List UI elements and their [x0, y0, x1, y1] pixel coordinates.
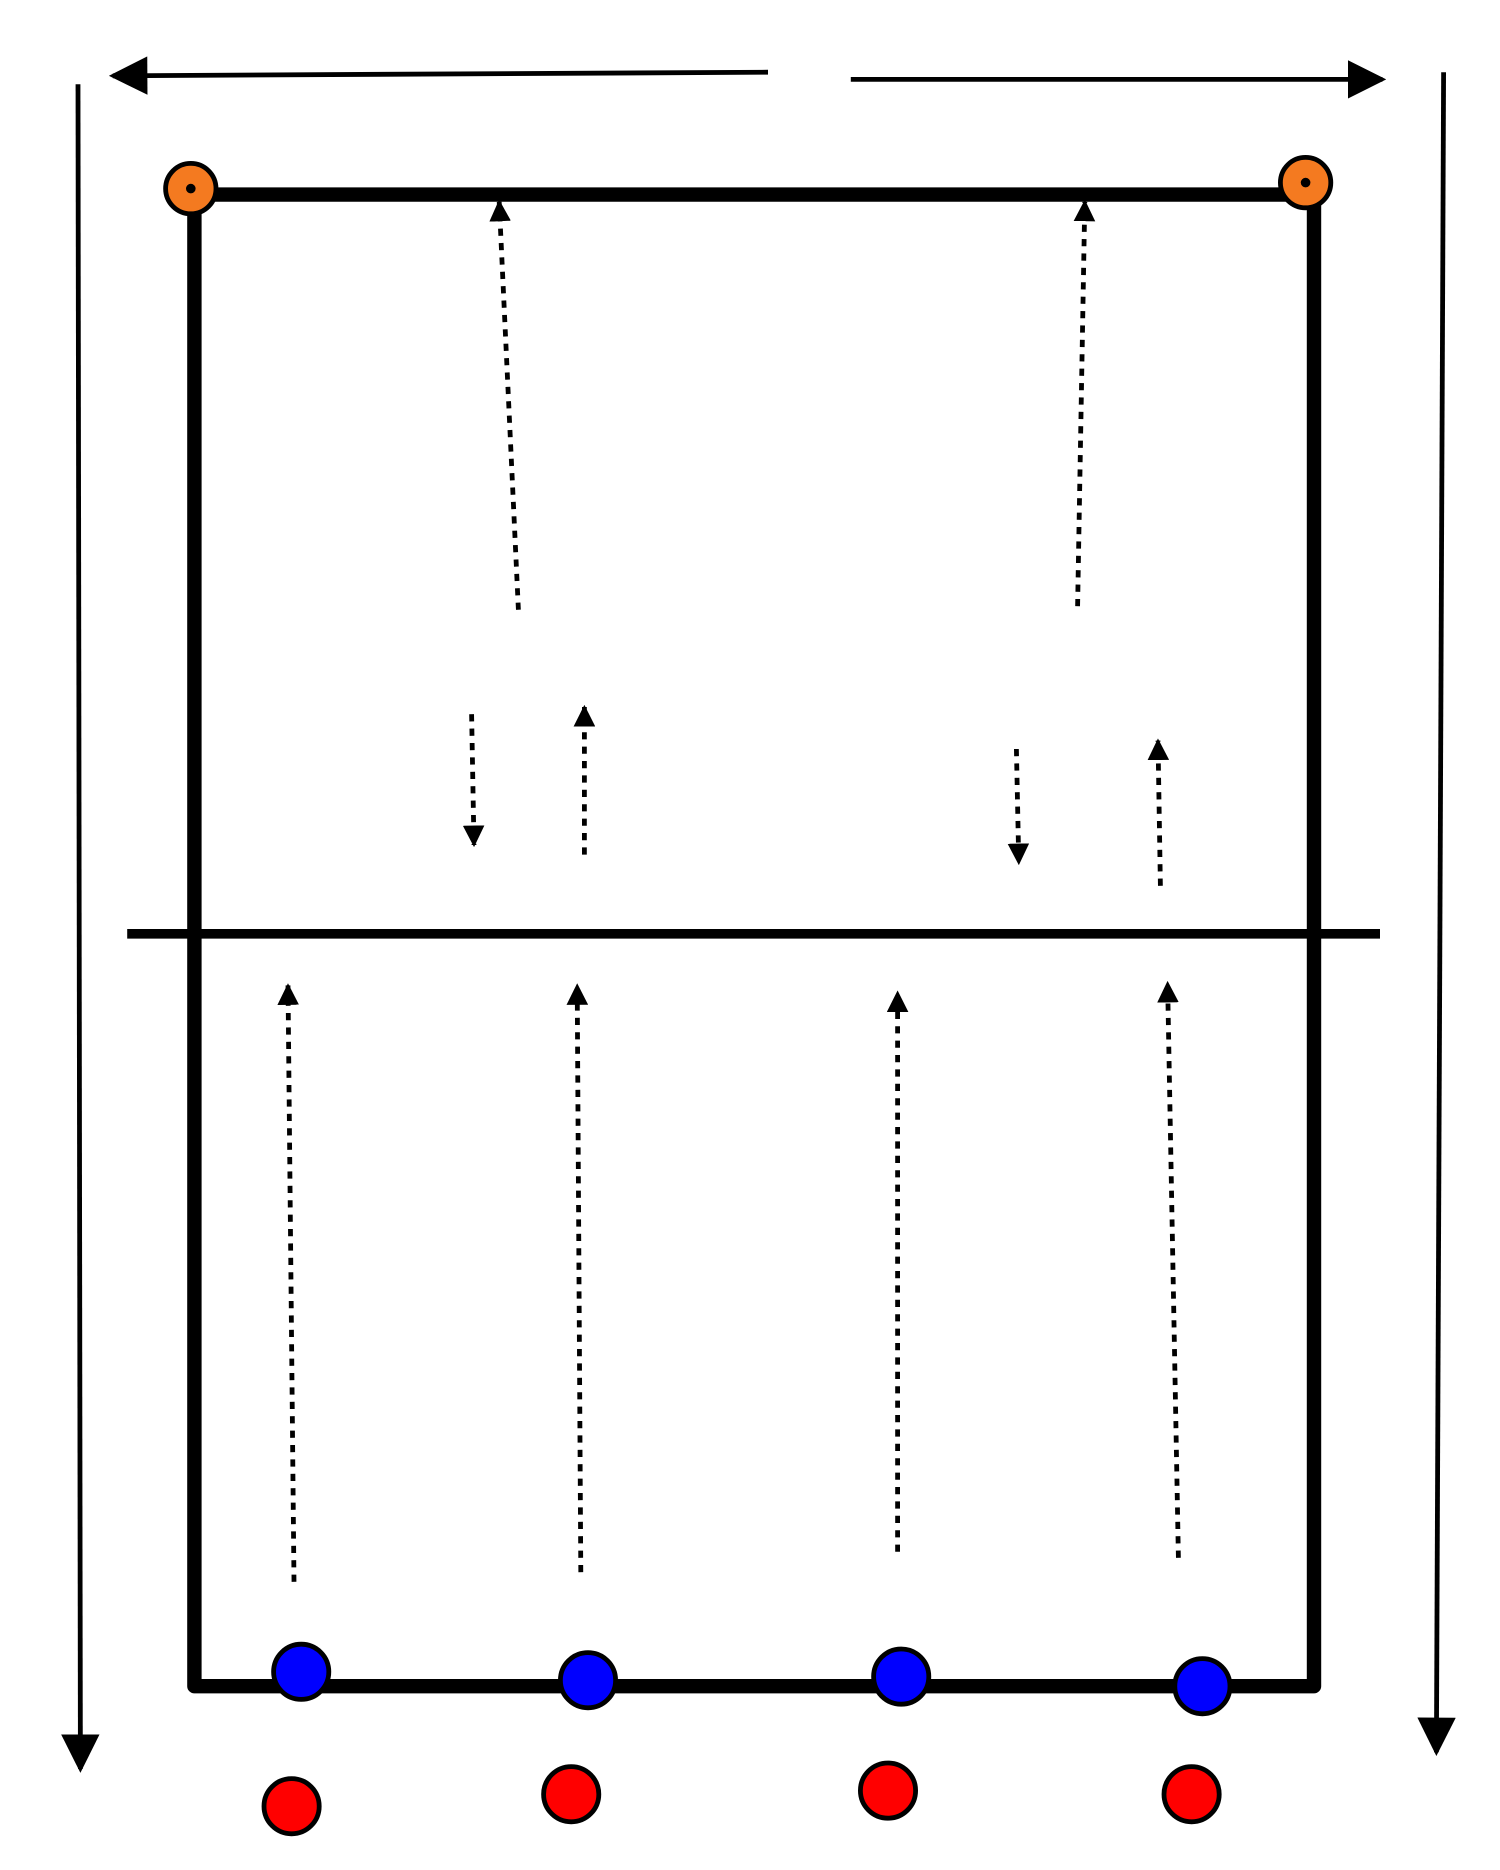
blue-player-marker	[871, 1646, 932, 1707]
red-players	[261, 1760, 1222, 1837]
movement-arrow	[1073, 199, 1096, 607]
movement-arrow	[1157, 980, 1181, 1558]
movement-arrow	[1007, 748, 1030, 866]
rotation-arrow-left	[61, 84, 100, 1773]
rotation-arrow-right	[1417, 72, 1456, 1757]
movement-arrow	[462, 714, 485, 848]
movement-arrow	[277, 983, 299, 1582]
red-player-marker	[1161, 1764, 1222, 1825]
cone-icon	[1278, 154, 1334, 211]
blue-player-marker	[558, 1650, 618, 1711]
rotation-arrow-top-left	[108, 56, 769, 95]
court-outline	[187, 187, 1322, 1694]
movement-arrow	[1147, 738, 1170, 886]
cone-icon	[163, 160, 219, 217]
red-player-marker	[858, 1760, 918, 1821]
movement-arrow	[566, 983, 589, 1573]
movement-arrows	[277, 199, 1181, 1582]
blue-players	[271, 1641, 1233, 1717]
red-player-marker	[261, 1776, 322, 1837]
blue-player-marker	[1172, 1656, 1233, 1717]
movement-arrow	[489, 199, 521, 610]
blue-player-marker	[271, 1641, 332, 1702]
cones	[163, 154, 1334, 217]
red-player-marker	[541, 1764, 602, 1825]
rotation-arrows	[61, 56, 1456, 1773]
